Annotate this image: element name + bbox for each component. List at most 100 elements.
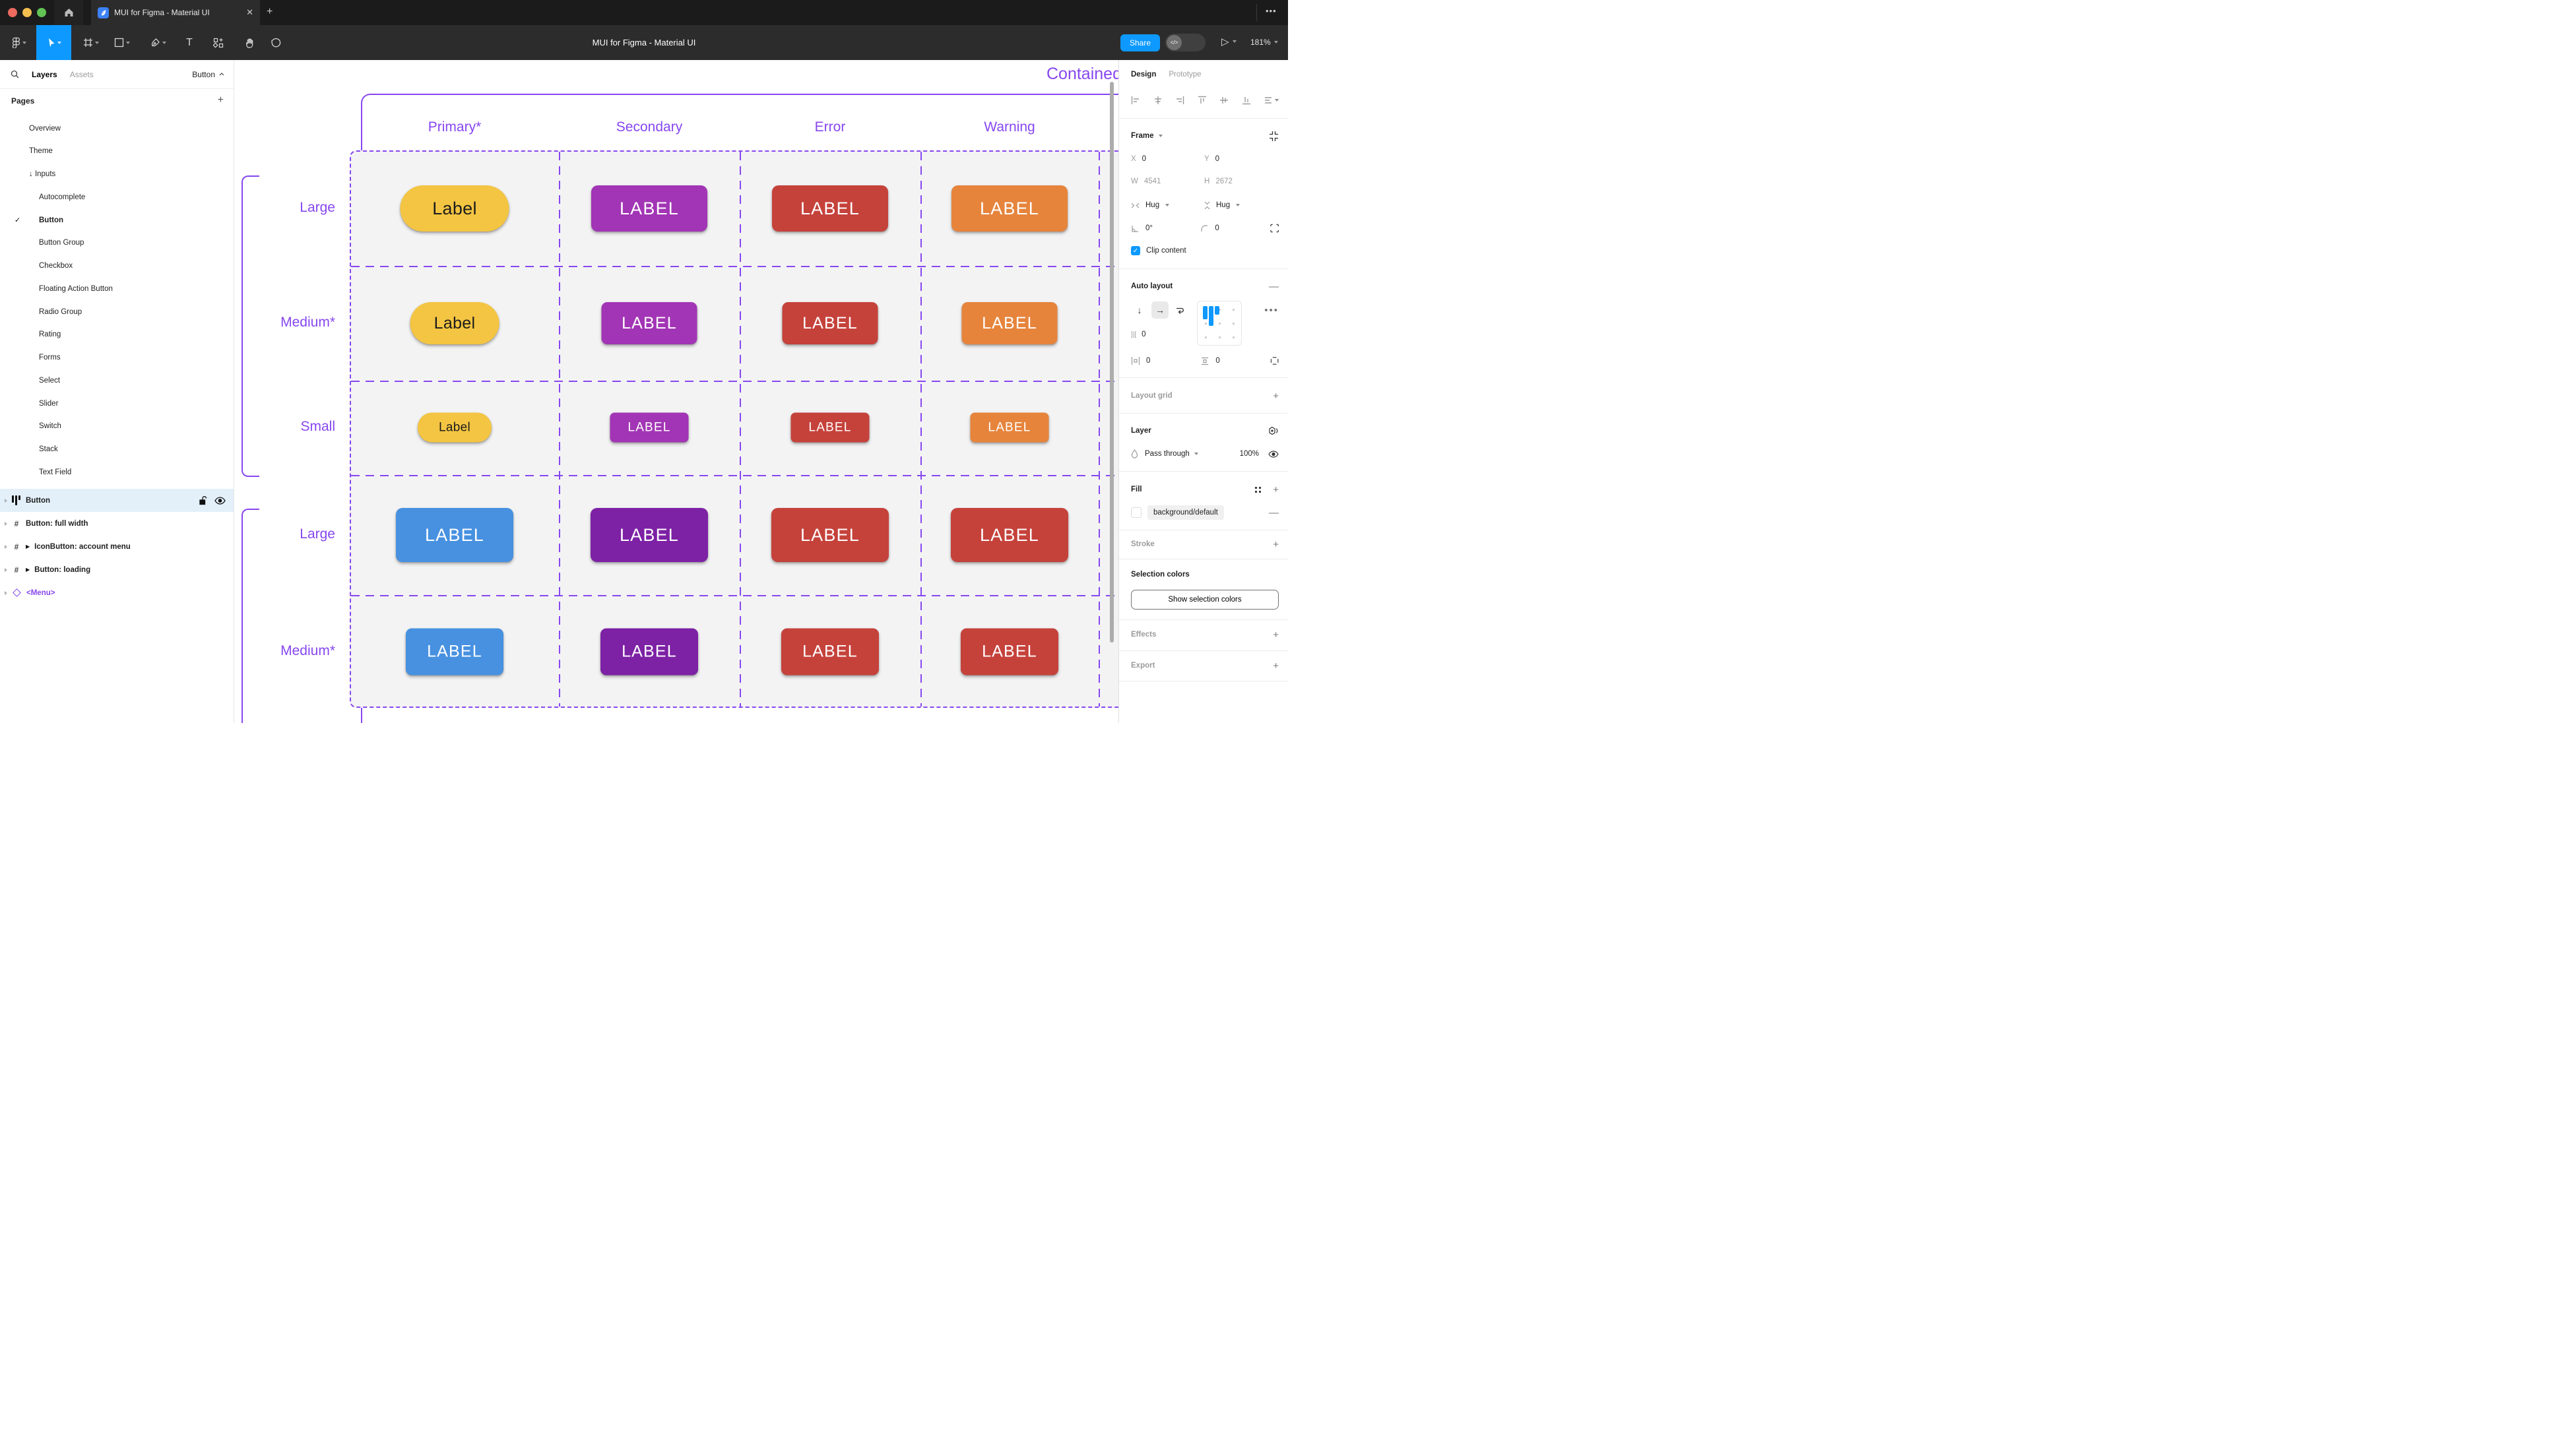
layer-row-button-full-width[interactable]: #Button: full width [0,512,234,535]
home-button[interactable] [54,0,83,25]
column-header-warning[interactable]: Warning [984,119,1035,135]
expand-chevron-icon[interactable] [5,521,7,526]
fill-color-swatch[interactable] [1131,507,1142,518]
add-fill-button[interactable]: + [1273,484,1279,495]
tab-design[interactable]: Design [1131,71,1157,79]
row-label-0-large[interactable]: Large [300,200,335,215]
row-label-4-medium[interactable]: Medium* [280,643,335,658]
frame-type-label[interactable]: Frame [1131,132,1154,140]
hand-tool-button[interactable] [239,25,260,60]
canvas-button-1-2[interactable]: LABEL [782,302,878,344]
canvas-button-4-2[interactable]: LABEL [781,628,879,676]
remove-auto-layout-button[interactable]: — [1269,280,1279,292]
align-v-center-icon[interactable] [1219,96,1229,105]
sidebar-page-overview[interactable]: Overview [0,117,234,140]
opacity-field[interactable]: 100% [1239,450,1259,458]
horizontal-resizing-select[interactable]: Hug [1131,201,1204,209]
align-bottom-icon[interactable] [1242,96,1251,105]
layer-row-iconbutton-account-menu[interactable]: #▶IconButton: account menu [0,535,234,558]
align-h-center-icon[interactable] [1153,96,1163,105]
window-minimize-traffic-light[interactable] [22,8,32,17]
canvas-button-1-1[interactable]: LABEL [601,302,697,344]
vertical-resizing-select[interactable]: Hug [1204,201,1277,210]
component-play-icon[interactable]: ▶ [26,544,30,550]
add-stroke-button[interactable]: + [1273,538,1279,550]
window-overflow-button[interactable]: ••• [1266,6,1277,16]
eye-icon[interactable] [214,496,226,505]
horizontal-padding-field[interactable]: 0 [1131,357,1200,365]
shrink-to-fit-icon[interactable] [1269,131,1279,141]
item-spacing-field[interactable]: ] | [ 0 [1131,330,1146,338]
component-play-icon[interactable]: ▶ [26,567,30,573]
sidebar-page-theme[interactable]: Theme [0,140,234,163]
corner-radius-field[interactable]: 0 [1200,224,1270,233]
blend-mode-icon[interactable] [1268,426,1279,436]
canvas-button-2-3[interactable]: LABEL [970,412,1049,443]
canvas-button-4-1[interactable]: LABEL [600,628,698,676]
canvas-button-2-0[interactable]: Label [418,412,492,443]
individual-padding-icon[interactable] [1270,356,1279,365]
canvas-button-4-0[interactable]: LABEL [406,628,503,676]
layer-row-button[interactable]: Button [0,489,234,512]
column-header-error[interactable]: Error [814,119,846,135]
layer-row-button-loading[interactable]: #▶Button: loading [0,558,234,581]
canvas-button-2-2[interactable]: LABEL [790,412,870,443]
dev-mode-toggle[interactable]: </> [1165,34,1206,51]
fill-style-chip[interactable]: background/default [1147,505,1224,520]
canvas-button-4-3[interactable]: LABEL [961,628,1058,676]
show-selection-colors-button[interactable]: Show selection colors [1131,590,1279,610]
tab-close-icon[interactable]: ✕ [246,7,253,17]
column-header-secondary[interactable]: Secondary [616,119,683,135]
add-export-button[interactable]: + [1273,660,1279,672]
tab-prototype[interactable]: Prototype [1169,71,1202,79]
row-label-3-large[interactable]: Large [300,526,335,542]
canvas-button-0-0[interactable]: Label [400,185,509,232]
canvas-scrollbar[interactable] [1110,82,1114,643]
main-menu-button[interactable] [7,25,32,60]
expand-chevron-icon[interactable] [5,498,7,503]
sidebar-page-autocomplete[interactable]: Autocomplete [0,185,234,208]
align-right-icon[interactable] [1175,96,1184,105]
components-tool-button[interactable] [208,25,229,60]
layer-visibility-eye-icon[interactable] [1268,450,1279,458]
direction-vertical-button[interactable]: ↓ [1137,305,1142,315]
canvas-button-0-2[interactable]: LABEL [772,185,888,232]
search-icon[interactable] [11,70,19,79]
frame-title[interactable]: Contained [1046,65,1118,83]
canvas-button-1-0[interactable]: Label [410,302,499,344]
canvas-button-1-3[interactable]: LABEL [961,302,1058,344]
add-layout-grid-button[interactable]: + [1273,390,1279,402]
sidebar-page-inputs[interactable]: ↓ Inputs [0,163,234,186]
sidebar-page-floating-action-button[interactable]: Floating Action Button [0,277,234,300]
sidebar-page-checkbox[interactable]: Checkbox [0,255,234,278]
canvas-button-3-1[interactable]: LABEL [591,508,708,562]
expand-chevron-icon[interactable] [5,567,7,572]
direction-wrap-button[interactable] [1172,301,1189,319]
auto-layout-alignment-widget[interactable] [1197,301,1242,346]
expand-chevron-icon[interactable] [5,590,7,595]
canvas-button-3-2[interactable]: LABEL [771,508,889,562]
fill-row[interactable]: background/default — [1119,501,1288,524]
zoom-menu[interactable]: 181% [1250,38,1278,47]
unlock-icon[interactable] [199,495,207,505]
row-label-1-medium[interactable]: Medium* [280,315,335,330]
new-tab-button[interactable]: + [267,6,273,17]
direction-horizontal-button[interactable]: → [1151,301,1169,319]
window-zoom-traffic-light[interactable] [37,8,46,17]
sidebar-page-radio-group[interactable]: Radio Group [0,300,234,323]
share-button[interactable]: Share [1120,34,1160,51]
present-button[interactable]: ▷ [1221,36,1237,47]
fill-styles-icon[interactable] [1254,486,1262,494]
add-page-button[interactable]: + [217,94,224,106]
canvas-button-0-1[interactable]: LABEL [591,185,707,232]
rotation-field[interactable]: 0° [1131,224,1200,233]
sidebar-page-slider[interactable]: Slider [0,392,234,415]
comment-tool-button[interactable] [265,25,287,60]
sidebar-page-button-group[interactable]: Button Group [0,232,234,255]
align-left-icon[interactable] [1131,96,1140,105]
blend-mode-select[interactable]: Pass through [1145,450,1198,458]
canvas-button-2-1[interactable]: LABEL [610,412,689,443]
